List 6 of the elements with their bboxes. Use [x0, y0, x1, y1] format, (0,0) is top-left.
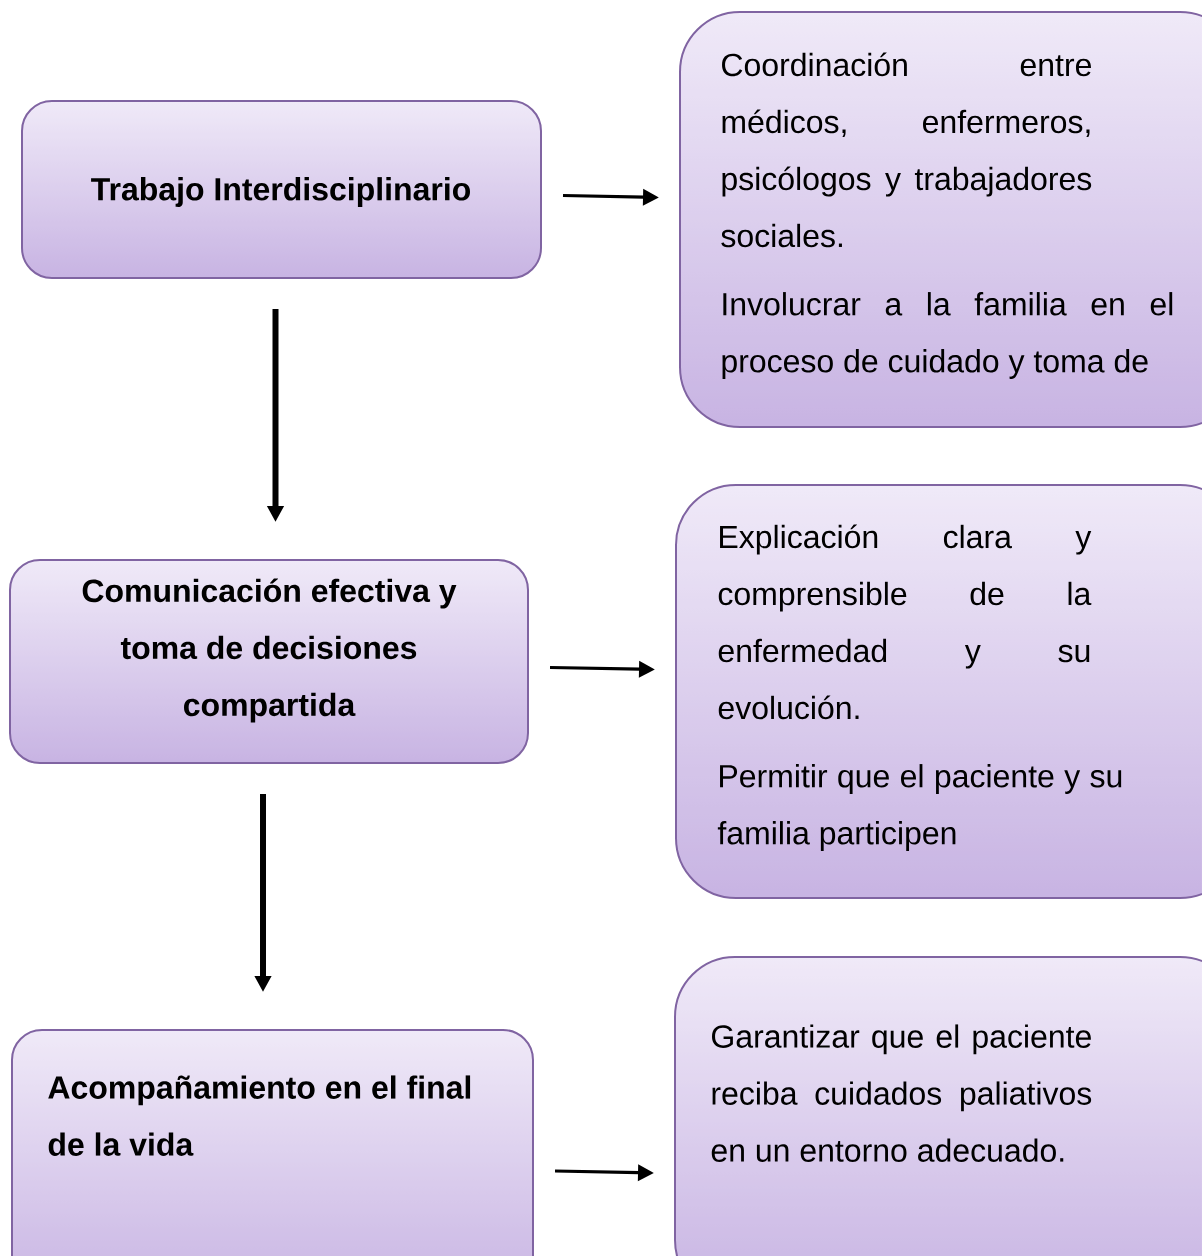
- process-box: Acompañamiento en el final de la vida: [11, 1029, 534, 1256]
- process-box: Explicación clara y comprensible de la enfermedad y su evolución. Permitir que el paciente y su familia participen: [675, 484, 1202, 899]
- process-box: Coordinación entre médicos, enfermeros, psicólogos y trabajadores sociales. Involucrar a la familia en el proceso de cuidado y toma de: [679, 11, 1202, 428]
- process-box: Garantizar que el paciente reciba cuidados paliativos en un entorno adecuado.: [674, 956, 1202, 1256]
- process-box: Comunicación efectiva y toma de decisiones compartida: [9, 559, 529, 764]
- process-box: Trabajo Interdisciplinario: [21, 100, 542, 279]
